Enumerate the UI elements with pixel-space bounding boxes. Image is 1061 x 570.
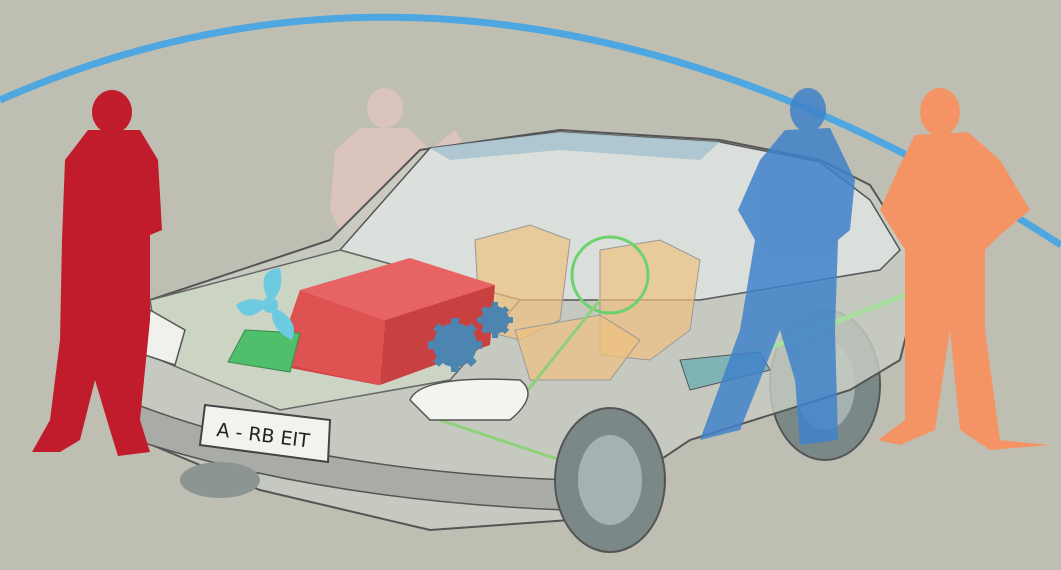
illustration-scene: A - RB EIT (0, 0, 1061, 570)
